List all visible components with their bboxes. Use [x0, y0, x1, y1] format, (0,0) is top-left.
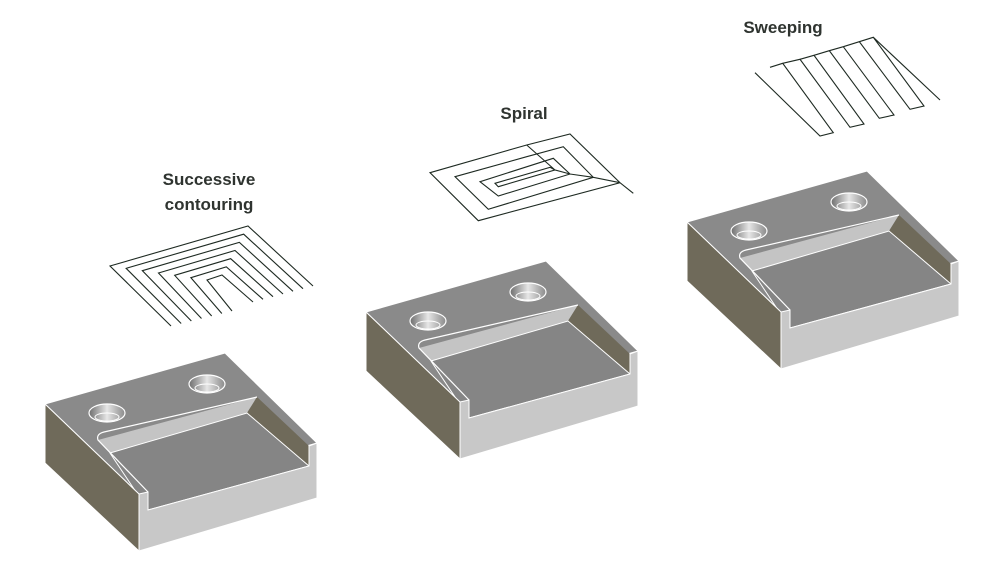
contouring-label: Successive contouring: [163, 167, 256, 217]
sweeping-toolpath: [754, 36, 941, 137]
workpiece-block-sweeping: [686, 170, 960, 370]
contour-loop: [206, 274, 254, 312]
contour-loop: [141, 241, 294, 322]
spiral-toolpath: [428, 133, 634, 222]
workpiece-block-spiral: [365, 260, 639, 460]
contour-loop: [173, 258, 274, 317]
contouring-toolpath: [108, 225, 314, 327]
spiral-label: Spiral: [500, 104, 548, 123]
contouring-label-line1: Successive: [162, 170, 256, 189]
contouring-label-line2: contouring: [164, 195, 254, 214]
contour-loop: [125, 233, 304, 324]
workpiece-block-contouring: [44, 352, 318, 552]
contour-loop: [157, 249, 284, 319]
contour-loop: [108, 225, 314, 327]
contour-loop: [189, 266, 264, 314]
sweeping-label: Sweeping: [743, 18, 823, 37]
